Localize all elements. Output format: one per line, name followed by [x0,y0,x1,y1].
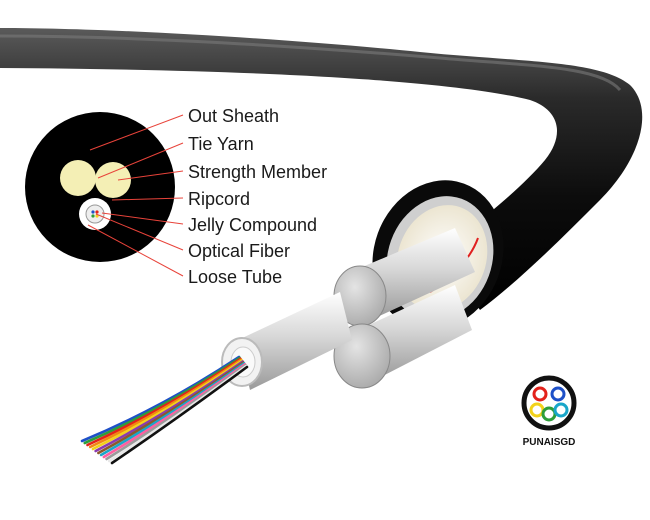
cross-section [25,112,175,262]
label-ripcord: Ripcord [188,189,250,209]
label-loose-tube: Loose Tube [188,267,282,287]
fiber-dot [91,210,95,214]
strength-member-right [95,162,131,198]
label-jelly-compound: Jelly Compound [188,215,317,235]
fiber-strand [110,365,249,465]
logo-dot-blue [550,386,566,402]
label-strength-member: Strength Member [188,162,327,182]
leader-optical-fiber [95,213,184,251]
loose-tube [238,292,352,390]
brand-logo: PUNAISGD [521,375,577,448]
leader-loose-tube [87,224,184,277]
cable-highlight [0,34,622,92]
leader-lines [87,114,184,277]
label-tie-yarn: Tie Yarn [188,134,254,154]
leader-ripcord [111,197,184,201]
label-out-sheath: Out Sheath [188,106,279,126]
jelly-compound-section [85,204,105,224]
fiber-dot [95,210,99,214]
leader-jelly-compound [101,212,184,225]
label-optical-fiber: Optical Fiber [188,241,290,261]
brand-name: PUNAISGD [523,437,576,448]
logo-dot-cyan [553,402,569,418]
logo-dot-red [532,386,548,402]
strength-member-left [60,160,96,196]
leader-out-sheath [89,114,184,151]
optical-fibers [80,355,249,465]
leader-tie-yarn [97,142,184,179]
fiber-dot [91,214,95,218]
leader-strength-member [117,170,184,181]
fiber-strand [107,364,248,463]
